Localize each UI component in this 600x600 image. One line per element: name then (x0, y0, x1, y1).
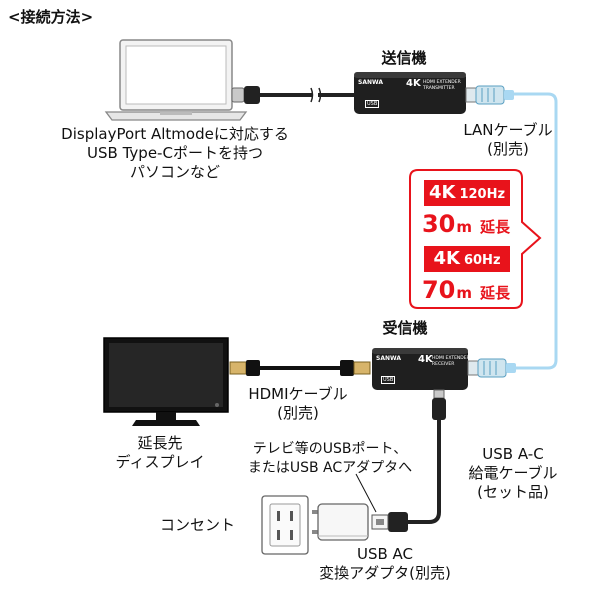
spec-distance-unit: m (456, 284, 473, 302)
spec-distance-suffix: 延長 (480, 218, 511, 236)
receiver-port-label: USB (381, 376, 396, 384)
usb-cable-caption: USB A-C 給電ケーブル (セット品) (448, 445, 578, 502)
lan-cable (512, 92, 558, 370)
usb-power-source-caption: テレビ等のUSBポート、 またはUSB ACアダプタへ (230, 440, 430, 478)
usb-cable-caption-line: USB A-C (482, 445, 544, 463)
transmitter-port-label: USB (365, 100, 380, 108)
transmitter-model: 4K (406, 78, 421, 89)
adapter-caption-line: USB AC (356, 545, 414, 563)
tv-caption-line: ディスプレイ (115, 453, 205, 471)
pc-caption-line: USB Type-Cポートを持つ (87, 144, 263, 162)
transmitter-brand: SANWA (358, 79, 383, 86)
pc-caption-line: DisplayPort Altmodeに対応する (61, 125, 289, 143)
adapter-caption: USB AC 変換アダプタ(別売) (300, 545, 470, 583)
receiver-subtext: HDMI EXTENDER (432, 356, 470, 361)
tv-illustration (103, 337, 229, 426)
spec-resolution: 4K (428, 182, 456, 203)
outlet-caption: コンセント (160, 516, 236, 534)
hdmi-caption-line: HDMIケーブル (248, 385, 348, 403)
pc-caption-line: パソコンなど (129, 163, 220, 181)
hdmi-cable-caption: HDMIケーブル (別売) (228, 385, 368, 423)
usb-port-pointer (355, 473, 377, 513)
spec-refresh: 120Hz (459, 187, 506, 202)
spec-resolution: 4K (433, 248, 460, 269)
transmitter-subtext: HDMI EXTENDER (423, 80, 461, 85)
receiver-model: 4K (418, 354, 433, 365)
laptop-illustration (104, 39, 248, 121)
page-title: <接続方法> (8, 8, 94, 26)
hdmi-caption-line: (別売) (277, 404, 319, 422)
spec-distance-value: 70 (421, 276, 456, 304)
lan-plug-receiver (467, 358, 516, 378)
usb-cable-caption-line: (セット品) (477, 483, 549, 501)
lan-plug-transmitter (465, 85, 514, 105)
lan-caption-line: LANケーブル (463, 121, 553, 139)
spec-badge-1: 4K 120Hz (424, 180, 510, 206)
adapter-caption-line: 変換アダプタ(別売) (319, 564, 451, 582)
spec-refresh: 60Hz (463, 253, 501, 268)
spec-distance-value: 30 (421, 210, 456, 238)
receiver-subtext2: RECEIVER (432, 362, 455, 367)
wall-outlet (261, 495, 309, 555)
transmitter-subtext2: TRANSMITTER (423, 86, 455, 91)
lan-caption-line: (別売) (487, 140, 529, 158)
spec-badge-2: 4K 60Hz (424, 246, 510, 272)
receiver-device (372, 348, 468, 390)
transmitter-label: 送信機 (381, 49, 427, 67)
tv-caption: 延長先 ディスプレイ (100, 434, 220, 472)
usb-ac-adapter (312, 503, 369, 541)
usb-cable-caption-line: 給電ケーブル (468, 464, 558, 482)
lan-cable-caption: LANケーブル (別売) (448, 121, 568, 159)
usb-power-source-line: またはUSB ACアダプタへ (247, 460, 413, 476)
receiver-label: 受信機 (382, 319, 428, 337)
spec-distance-1: 30 m 延長 (414, 210, 518, 242)
usb-power-source-line: テレビ等のUSBポート、 (252, 441, 408, 457)
spec-distance-2: 70 m 延長 (414, 276, 518, 308)
pc-caption: DisplayPort Altmodeに対応する USB Type-Cポートを持… (30, 125, 320, 182)
spec-distance-unit: m (456, 218, 473, 236)
transmitter-device (354, 72, 466, 114)
spec-distance-suffix: 延長 (480, 284, 511, 302)
receiver-brand: SANWA (376, 355, 401, 362)
hdmi-cable (229, 360, 371, 376)
usb-c-plug (231, 86, 260, 104)
tv-caption-line: 延長先 (137, 434, 183, 452)
usb-power-cable (371, 389, 446, 532)
